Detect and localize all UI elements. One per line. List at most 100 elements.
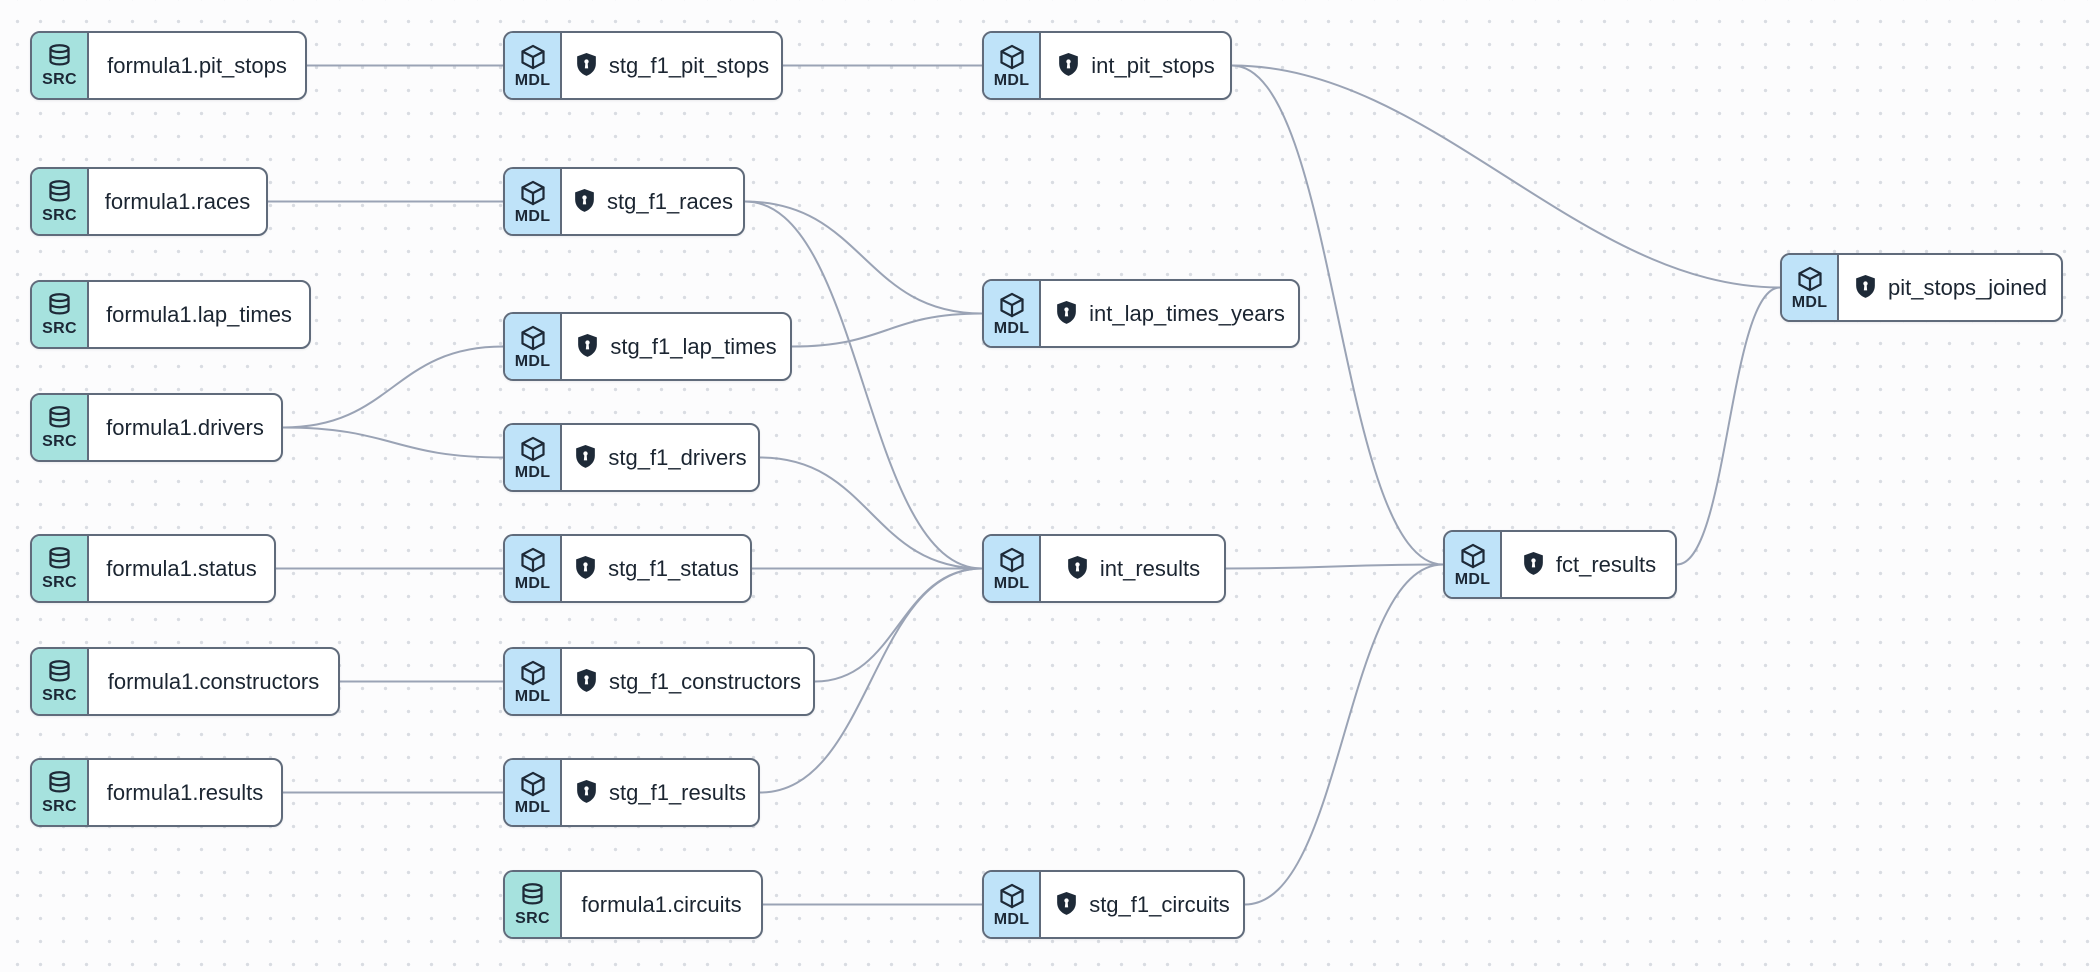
node-type-badge: SRC — [42, 798, 77, 815]
node-label-area: int_pit_stops — [1041, 33, 1230, 98]
node-stg_circuits[interactable]: MDL stg_f1_circuits — [982, 870, 1245, 939]
shield-icon — [1856, 275, 1875, 298]
database-icon — [49, 44, 70, 66]
node-int_pit_stops[interactable]: MDL int_pit_stops — [982, 31, 1232, 100]
model-type-panel: MDL — [1782, 255, 1839, 320]
node-label: int_pit_stops — [1091, 52, 1215, 78]
shield-icon — [1059, 53, 1079, 76]
edge-src_drivers-to-stg_drivers — [282, 426, 504, 459]
node-label-area: stg_f1_results — [562, 760, 758, 825]
database-icon — [522, 883, 543, 905]
shield-icon — [577, 669, 596, 692]
node-label-area: stg_f1_status — [562, 536, 750, 601]
node-type-badge: MDL — [514, 71, 551, 89]
node-type-badge: MDL — [993, 574, 1030, 592]
node-label-area: stg_f1_circuits — [1041, 872, 1243, 937]
cube-icon — [520, 44, 545, 69]
database-icon — [49, 293, 70, 315]
node-src_lap_times[interactable]: SRC formula1.lap_times — [30, 280, 311, 349]
shield-icon — [1057, 892, 1077, 915]
node-type-badge: MDL — [993, 910, 1030, 928]
node-label-area: pit_stops_joined — [1839, 255, 2061, 320]
model-type-panel: MDL — [505, 425, 562, 490]
node-stg_drivers[interactable]: MDL stg_f1_drivers — [503, 423, 760, 492]
node-label: stg_f1_status — [608, 555, 739, 581]
node-src_pit_stops[interactable]: SRC formula1.pit_stops — [30, 31, 307, 100]
model-type-panel: MDL — [984, 281, 1041, 346]
node-type-badge: MDL — [1791, 293, 1828, 311]
cube-icon — [999, 883, 1024, 908]
node-fct_results[interactable]: MDL fct_results — [1443, 530, 1677, 599]
node-label: stg_f1_circuits — [1089, 891, 1230, 917]
node-label: stg_f1_constructors — [609, 668, 801, 694]
node-src_drivers[interactable]: SRC formula1.drivers — [30, 393, 283, 462]
node-label: formula1.pit_stops — [107, 52, 287, 78]
node-label: stg_f1_results — [609, 779, 746, 805]
shield-icon — [1068, 556, 1087, 579]
node-type-badge: MDL — [514, 352, 551, 370]
cube-icon — [999, 44, 1024, 69]
edge-stg_constructors-to-int_results — [814, 567, 983, 683]
node-stg_lap_times[interactable]: MDL stg_f1_lap_times — [503, 312, 792, 381]
node-stg_pit_stops[interactable]: MDL stg_f1_pit_stops — [503, 31, 783, 100]
model-type-panel: MDL — [1445, 532, 1502, 597]
node-pit_stops_joined[interactable]: MDL pit_stops_joined — [1780, 253, 2063, 322]
model-type-panel: MDL — [505, 649, 562, 714]
node-label: formula1.races — [104, 188, 251, 214]
node-label: formula1.drivers — [106, 414, 264, 440]
model-type-panel: MDL — [984, 872, 1041, 937]
edge-src_drivers-to-stg_lap_times — [282, 345, 504, 429]
node-type-badge: MDL — [993, 71, 1030, 89]
cube-icon — [1460, 543, 1485, 568]
edge-stg_circuits-to-fct_results — [1244, 563, 1444, 906]
node-type-badge: MDL — [514, 207, 551, 225]
node-type-badge: SRC — [42, 207, 77, 224]
node-label: formula1.circuits — [581, 891, 742, 917]
edge-stg_lap_times-to-int_lap_times_years — [791, 312, 983, 348]
node-type-badge: MDL — [514, 798, 551, 816]
node-int_results[interactable]: MDL int_results — [982, 534, 1226, 603]
source-type-panel: SRC — [32, 395, 89, 460]
node-type-badge: SRC — [42, 71, 77, 88]
cube-icon — [1797, 266, 1822, 291]
node-type-badge: SRC — [42, 320, 77, 337]
node-label: int_lap_times_years — [1089, 300, 1285, 326]
model-type-panel: MDL — [505, 760, 562, 825]
node-type-badge: MDL — [514, 574, 551, 592]
node-label-area: formula1.races — [89, 169, 266, 234]
node-label: stg_f1_drivers — [608, 444, 747, 470]
node-src_results[interactable]: SRC formula1.results — [30, 758, 283, 827]
node-label-area: stg_f1_races — [562, 169, 743, 234]
node-stg_constructors[interactable]: MDL stg_f1_constructors — [503, 647, 815, 716]
node-int_lap_times_years[interactable]: MDL int_lap_times_years — [982, 279, 1300, 348]
source-type-panel: SRC — [32, 33, 89, 98]
node-src_races[interactable]: SRC formula1.races — [30, 167, 268, 236]
shield-icon — [577, 780, 596, 803]
node-type-badge: MDL — [1454, 570, 1491, 588]
node-label-area: stg_f1_pit_stops — [562, 33, 781, 98]
node-label: pit_stops_joined — [1888, 274, 2048, 300]
node-label-area: formula1.drivers — [89, 395, 281, 460]
node-stg_status[interactable]: MDL stg_f1_status — [503, 534, 752, 603]
node-label-area: formula1.lap_times — [89, 282, 309, 347]
node-label-area: int_results — [1041, 536, 1224, 601]
edge-stg_races-to-int_results — [744, 200, 983, 570]
node-stg_races[interactable]: MDL stg_f1_races — [503, 167, 745, 236]
model-type-panel: MDL — [984, 536, 1041, 601]
shield-icon — [578, 334, 598, 357]
node-type-badge: MDL — [993, 319, 1030, 337]
cube-icon — [520, 660, 545, 685]
node-label-area: fct_results — [1502, 532, 1675, 597]
node-label: stg_f1_lap_times — [610, 333, 777, 359]
node-stg_results[interactable]: MDL stg_f1_results — [503, 758, 760, 827]
node-label: stg_f1_races — [607, 188, 733, 214]
node-label-area: formula1.results — [89, 760, 281, 825]
cube-icon — [520, 436, 545, 461]
node-label: formula1.constructors — [107, 668, 320, 694]
node-type-badge: MDL — [514, 463, 551, 481]
